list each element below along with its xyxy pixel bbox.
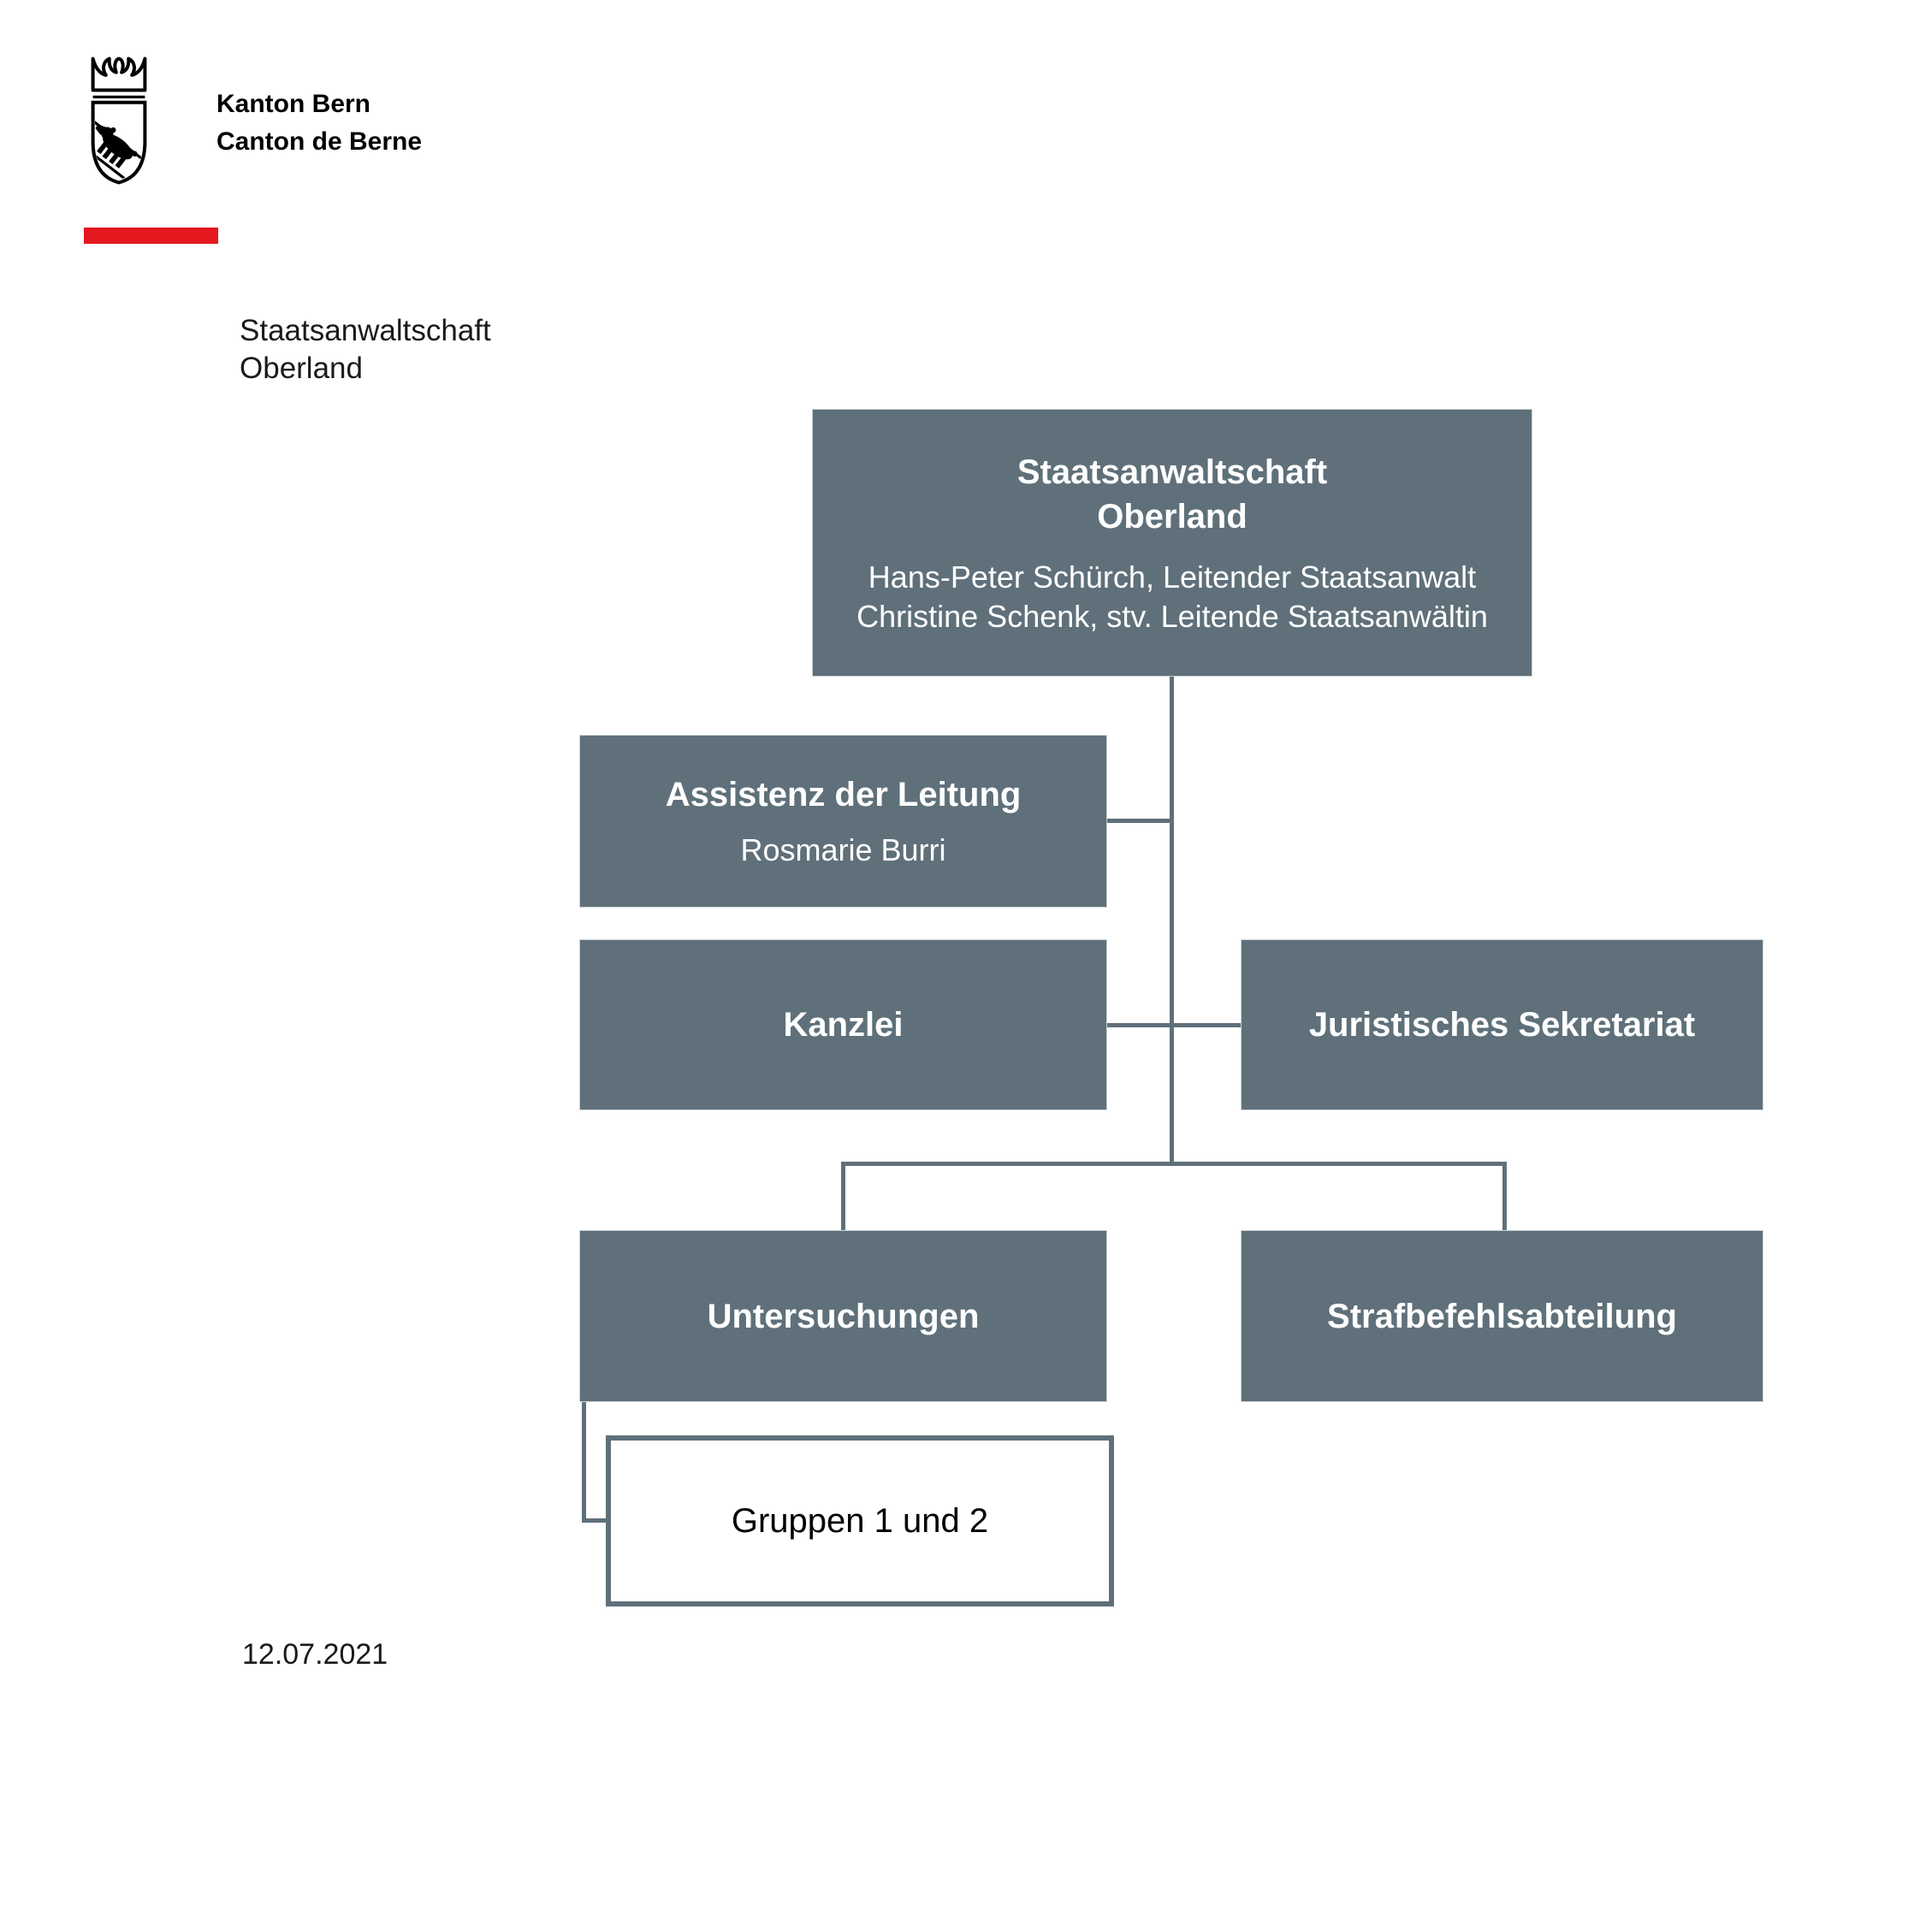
connector-lower-horizontal <box>841 1162 1507 1166</box>
root-person-1: Hans-Peter Schürch, Leitender Staatsanwa… <box>868 559 1477 595</box>
root-title-line1: Staatsanwaltschaft <box>1016 453 1328 491</box>
red-accent-bar <box>84 228 218 244</box>
assistenz-person: Rosmarie Burri <box>740 832 946 867</box>
root-title-line2: Oberland <box>1097 497 1248 535</box>
kanzlei-title: Kanzlei <box>783 1006 904 1044</box>
org-node-root-persons: Hans-Peter Schürch, Leitender Staatsanwa… <box>856 558 1488 636</box>
org-node-root: Staatsanwaltschaft Oberland Hans-Peter S… <box>813 410 1532 676</box>
org-node-juristisches-sekretariat: Juristisches Sekretariat <box>1242 940 1763 1109</box>
assistenz-title: Assistenz der Leitung <box>665 776 1022 814</box>
org-node-gruppen: Gruppen 1 und 2 <box>606 1435 1114 1606</box>
strafbefehl-title: Strafbefehlsabteilung <box>1327 1297 1677 1335</box>
org-node-root-title: Staatsanwaltschaft Oberland <box>1017 450 1327 539</box>
department-line2: Oberland <box>240 352 363 385</box>
org-node-kanzlei: Kanzlei <box>580 940 1106 1109</box>
juristisches-title: Juristisches Sekretariat <box>1308 1006 1696 1044</box>
connector-root-vertical <box>1170 676 1174 1165</box>
brand-wordmark: Kanton Bern Canton de Berne <box>216 86 422 161</box>
brand-line2: Canton de Berne <box>216 127 423 156</box>
root-person-2: Christine Schenk, stv. Leitende Staatsan… <box>856 598 1488 634</box>
org-node-assistenz: Assistenz der Leitung Rosmarie Burri <box>580 736 1106 907</box>
connector-strafbefehl-drop <box>1502 1162 1507 1231</box>
connector-assistenz-horizontal <box>1106 819 1172 823</box>
org-node-untersuchungen: Untersuchungen <box>580 1231 1106 1401</box>
connector-gruppen-horizontal <box>582 1518 607 1523</box>
document-date: 12.07.2021 <box>242 1638 388 1671</box>
department-label: Staatsanwaltschaft Oberland <box>240 312 491 388</box>
department-line1: Staatsanwaltschaft <box>240 314 491 347</box>
org-node-strafbefehlsabteilung: Strafbefehlsabteilung <box>1242 1231 1763 1401</box>
untersuchungen-title: Untersuchungen <box>707 1297 980 1335</box>
connector-kanzlei-juristisches <box>1106 1023 1242 1027</box>
brand-line1: Kanton Bern <box>216 90 370 118</box>
bern-coat-of-arms-icon <box>81 50 157 188</box>
connector-gruppen-vertical <box>582 1401 586 1523</box>
connector-untersuchungen-drop <box>841 1162 845 1231</box>
gruppen-title: Gruppen 1 und 2 <box>731 1502 989 1540</box>
